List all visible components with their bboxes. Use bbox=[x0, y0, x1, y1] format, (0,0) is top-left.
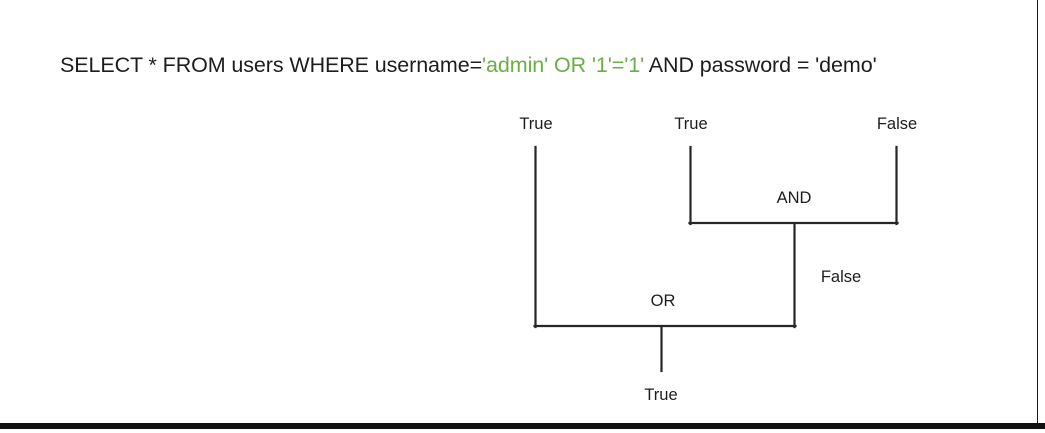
sql-query-prefix: SELECT * FROM users WHERE username= bbox=[60, 53, 483, 77]
page-right-border bbox=[1037, 0, 1038, 424]
sql-query-suffix: AND password = 'demo' bbox=[644, 53, 877, 77]
sql-query-statement: SELECT * FROM users WHERE username='admi… bbox=[60, 51, 877, 79]
and-result-label: False bbox=[820, 268, 862, 286]
sql-injection-payload: 'admin' OR '1'='1' bbox=[482, 53, 645, 77]
leaf-label-tautology: True bbox=[674, 115, 708, 133]
operator-label-or: OR bbox=[650, 292, 676, 310]
leaf-label-password-condition: False bbox=[876, 115, 918, 133]
page-bottom-border bbox=[0, 423, 1045, 429]
leaf-label-username-condition: True bbox=[519, 115, 553, 133]
operator-label-and: AND bbox=[776, 189, 812, 207]
final-result-label: True bbox=[644, 386, 678, 404]
